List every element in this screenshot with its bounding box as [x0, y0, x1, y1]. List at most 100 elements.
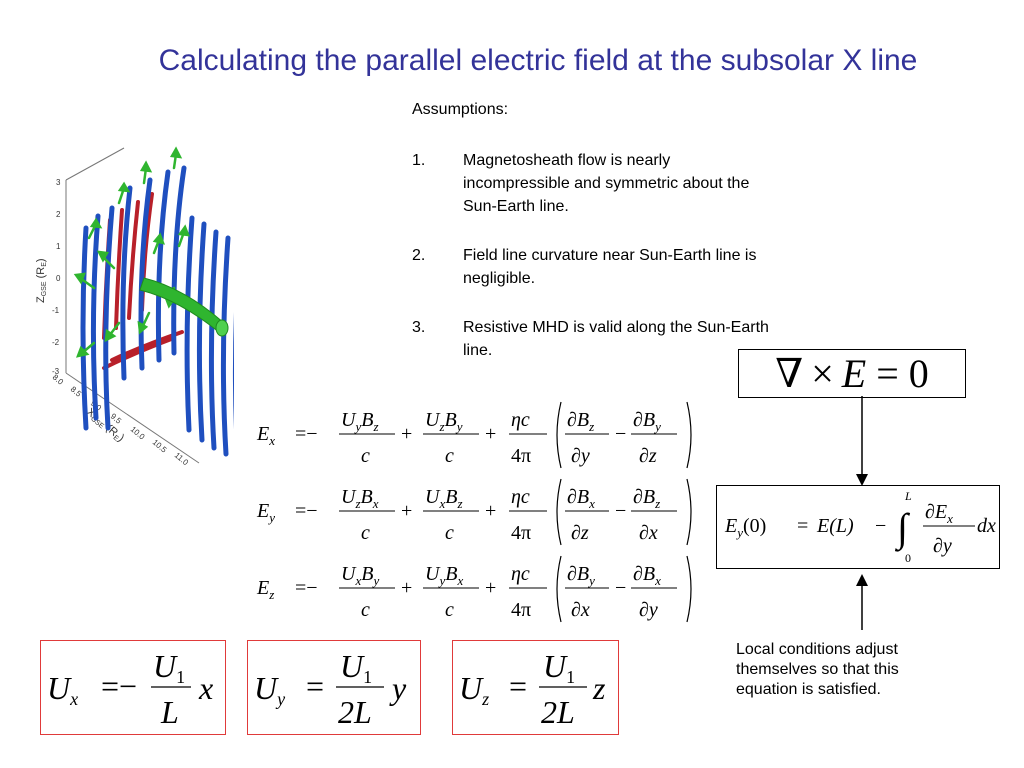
- field-line-figure: 3 2 1 0 -1 -2 -3 ZGSE (RE) 8.0 8.5 9.0 9…: [35, 146, 234, 468]
- term-numerator: UzBx: [341, 486, 379, 511]
- plus-sign: +: [401, 423, 412, 445]
- plus-sign: +: [485, 500, 496, 522]
- derivative-numerator: ∂Bx: [567, 486, 595, 511]
- derivative-numerator: ∂Bz: [633, 486, 660, 511]
- equation-equals: =−: [295, 423, 318, 445]
- term-numerator: UyBz: [341, 409, 379, 434]
- term-denominator: c: [361, 522, 370, 544]
- derivative-denominator: ∂z: [571, 522, 589, 544]
- minus-sign: −: [615, 577, 626, 599]
- plus-sign: +: [485, 423, 496, 445]
- svg-text:y: y: [389, 670, 407, 706]
- left-paren: [556, 478, 562, 546]
- plus-sign: +: [401, 500, 412, 522]
- note-line: equation is satisfied.: [736, 681, 881, 698]
- assumption-number: 2.: [412, 247, 426, 264]
- assumption-item-2: 2. Field line curvature near Sun-Earth l…: [412, 244, 852, 292]
- assumption-line: Magnetosheath flow is nearly: [463, 152, 671, 169]
- assumption-number: 3.: [412, 319, 426, 336]
- four-pi: 4π: [511, 599, 531, 621]
- connector-arrows: [856, 396, 868, 630]
- four-pi: 4π: [511, 445, 531, 467]
- svg-text:Ux: Ux: [47, 670, 78, 709]
- svg-text:Ey(0): Ey(0): [724, 515, 766, 540]
- term-denominator: c: [361, 599, 370, 621]
- derivative-numerator: ∂By: [633, 409, 661, 434]
- electric-field-equations: Ex=−UyBzc+UzByc+ηc4π∂Bz∂y−∂By∂zEy=−UzBxc…: [256, 401, 692, 623]
- nabla-symbol: ∇: [775, 351, 804, 396]
- derivative-denominator: ∂x: [639, 522, 658, 544]
- term-numerator: UxBy: [341, 563, 379, 588]
- svg-text:∂Ex: ∂Ex: [925, 501, 953, 526]
- term-numerator: UzBy: [425, 409, 463, 434]
- svg-text:U1: U1: [340, 648, 372, 687]
- cross-symbol: ×: [811, 351, 834, 396]
- integral-lower: 0: [905, 551, 911, 565]
- derivative-denominator: ∂y: [571, 445, 590, 467]
- arrow-up-icon: [856, 574, 868, 586]
- equation-equals: =−: [295, 500, 318, 522]
- term-numerator: UxBz: [425, 486, 463, 511]
- integral-dx: dx: [977, 515, 996, 537]
- svg-text:Uz: Uz: [459, 670, 489, 709]
- four-pi: 4π: [511, 522, 531, 544]
- derivative-numerator: ∂Bz: [567, 409, 594, 434]
- svg-text:z: z: [592, 670, 606, 706]
- left-paren: [556, 401, 562, 469]
- integral-upper: L: [904, 489, 912, 503]
- z-tick: -1: [52, 306, 60, 315]
- x-tick: 10.0: [129, 425, 147, 442]
- page-title: Calculating the parallel electric field …: [158, 44, 918, 77]
- right-paren: [686, 478, 692, 546]
- svg-text:U1: U1: [153, 648, 185, 687]
- svg-text:U1: U1: [543, 648, 575, 687]
- z-axis-label: ZGSE (RE): [35, 258, 48, 303]
- curl-e: E: [841, 351, 867, 396]
- velocity-ux-box: Ux =− U1 L x: [40, 640, 226, 735]
- velocity-uz-box: Uz = U1 2L z: [452, 640, 619, 735]
- minus-sign: −: [615, 500, 626, 522]
- plus-sign: +: [485, 577, 496, 599]
- left-paren: [556, 555, 562, 623]
- term-denominator: c: [445, 522, 454, 544]
- assumption-item-3: 3. Resistive MHD is valid along the Sun-…: [412, 316, 852, 364]
- note-line: themselves so that this: [736, 661, 899, 678]
- velocity-uy-box: Uy = U1 2L y: [247, 640, 421, 735]
- curl-equation-box: ∇ × E = 0: [738, 349, 966, 398]
- derivative-denominator: ∂x: [571, 599, 590, 621]
- integral-el: E(L): [816, 515, 854, 537]
- blue-field-lines: [80, 165, 234, 457]
- plus-sign: +: [401, 577, 412, 599]
- assumption-line: incompressible and symmetric about the: [463, 175, 750, 192]
- curl-zero: 0: [908, 351, 929, 396]
- assumption-line: line.: [463, 342, 493, 359]
- integral-lhs: E: [724, 515, 737, 537]
- right-paren: [686, 401, 692, 469]
- velocity-uy: Uy = U1 2L y: [254, 648, 407, 730]
- derivative-numerator: ∂By: [567, 563, 595, 588]
- assumption-number: 1.: [412, 152, 426, 169]
- svg-text:=: =: [509, 668, 527, 704]
- derivative-numerator: ∂Bx: [633, 563, 661, 588]
- minus-sign: −: [615, 423, 626, 445]
- z-tick: -3: [52, 367, 60, 376]
- equation-lhs: Ey: [256, 500, 275, 525]
- green-flow-arrows: [73, 146, 190, 358]
- integral-equals: =: [797, 515, 808, 537]
- arrow-down-icon: [856, 474, 868, 486]
- derivative-denominator: ∂y: [639, 599, 658, 621]
- note-line: Local conditions adjust: [736, 641, 898, 658]
- local-conditions-note: Local conditions adjust themselves so th…: [736, 640, 986, 700]
- svg-text:2L: 2L: [541, 694, 575, 730]
- derivative-denominator: ∂z: [639, 445, 657, 467]
- svg-text:=: =: [306, 668, 324, 704]
- z-tick: 2: [56, 210, 61, 219]
- svg-text:=−: =−: [101, 668, 137, 704]
- velocity-uz: Uz = U1 2L z: [459, 648, 606, 730]
- x-tick: 11.0: [173, 451, 191, 468]
- z-tick: -2: [52, 338, 60, 347]
- z-tick: 0: [56, 274, 61, 283]
- svg-text:∂y: ∂y: [933, 535, 952, 557]
- z-tick: 1: [56, 242, 61, 251]
- term-denominator: c: [445, 599, 454, 621]
